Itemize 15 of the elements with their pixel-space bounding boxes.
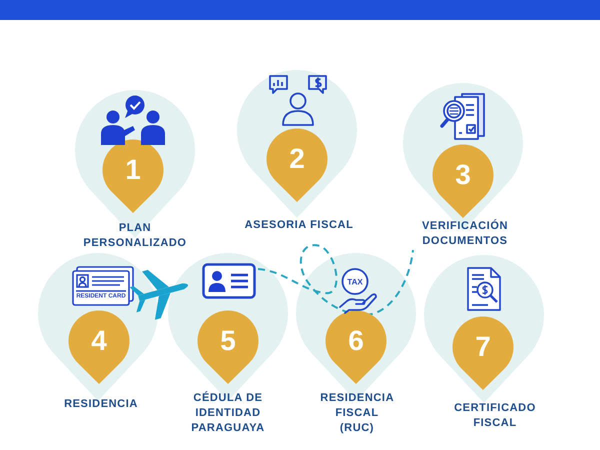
step-number: 1 <box>125 155 141 185</box>
step-label: VERIFICACIÓN DOCUMENTOS <box>422 219 508 249</box>
step-label: ASESORIA FISCAL <box>244 218 354 233</box>
step-label: PLAN PERSONALIZADO <box>83 221 187 251</box>
step-label: RESIDENCIA <box>64 397 138 412</box>
step-label: CERTIFICADO FISCAL <box>454 401 536 431</box>
step-label: CÉDULA DE IDENTIDAD PARAGUAYA <box>190 391 266 436</box>
step-number: 6 <box>348 326 364 356</box>
step-number: 3 <box>455 160 471 190</box>
step-number: 4 <box>91 326 107 356</box>
step-number: 2 <box>289 144 305 174</box>
step-label: RESIDENCIA FISCAL (RUC) <box>320 391 394 436</box>
step-number: 7 <box>475 332 491 362</box>
coin-text: TAX <box>347 277 363 286</box>
step-number: 5 <box>220 326 236 356</box>
